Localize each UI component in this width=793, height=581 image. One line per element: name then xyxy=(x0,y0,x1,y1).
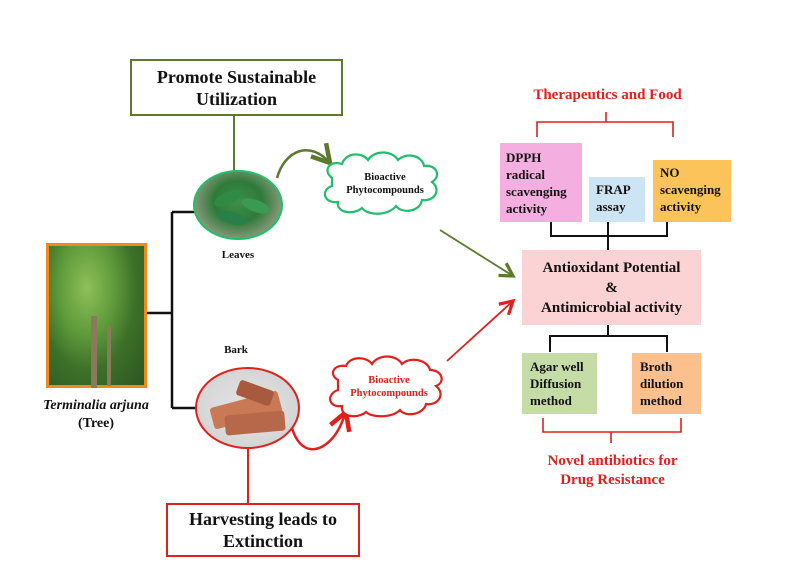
cloud-leaves-line-2: Phytocompounds xyxy=(346,185,424,196)
dpph-assay-box: DPPH radical scavenging activity xyxy=(500,143,582,222)
bioactive-cloud-red-shape xyxy=(329,355,443,418)
therapeutics-bracket xyxy=(536,112,674,137)
broth-dilution-method-box: Broth dilution method xyxy=(632,353,701,414)
promote-sustainable-box: Promote Sustainable Utilization xyxy=(130,59,343,116)
frap-line-2: assay xyxy=(596,199,626,214)
dpph-line-3: scavenging xyxy=(506,184,567,199)
promote-line-2: Utilization xyxy=(196,88,277,109)
tree-sub-label: (Tree) xyxy=(77,416,114,431)
no-line-2: scavenging xyxy=(660,182,721,197)
broth-line-2: dilution xyxy=(640,376,684,391)
novel-antibiotics-heading: Novel antibiotics for Drug Resistance xyxy=(520,452,705,490)
tree-branch-connector xyxy=(147,210,196,410)
antioxidant-antimicrobial-box: Antioxidant Potential & Antimicrobial ac… xyxy=(522,250,701,325)
cloud-leaves-line-1: Bioactive xyxy=(364,172,406,183)
center-line-2: & xyxy=(605,279,618,296)
cloud-bark-line-2: Phytocompounds xyxy=(350,388,428,399)
frap-assay-box: FRAP assay xyxy=(589,177,645,222)
harvesting-line-1: Harvesting leads to xyxy=(189,509,337,529)
agar-well-method-box: Agar well Diffusion method xyxy=(522,353,597,414)
no-line-3: activity xyxy=(660,199,702,214)
leaves-label: Leaves xyxy=(221,249,255,261)
harvesting-extinction-box: Harvesting leads to Extinction xyxy=(166,503,360,557)
agar-line-1: Agar well xyxy=(530,359,584,374)
frap-line-1: FRAP xyxy=(596,182,631,197)
leaves-to-cloud-arrow xyxy=(275,142,333,179)
cloud-bark-text: Bioactive Phytocompounds xyxy=(334,374,444,400)
green-cloud-to-center-arrow xyxy=(439,229,516,278)
red-cloud-to-center-arrow xyxy=(446,298,516,362)
tree-name-label: Terminalia arjuna xyxy=(43,398,149,413)
no-scavenging-box: NO scavenging activity xyxy=(653,160,731,222)
novel-line-1: Novel antibiotics for xyxy=(547,453,678,469)
dpph-line-1: DPPH xyxy=(506,150,542,165)
cloud-leaves-text: Bioactive Phytocompounds xyxy=(330,171,440,197)
agar-line-3: method xyxy=(530,393,572,408)
assays-bracket xyxy=(550,222,668,250)
cloud-bark-line-1: Bioactive xyxy=(368,375,410,386)
center-line-3: Antimicrobial activity xyxy=(541,299,682,316)
promote-line-1: Promote Sustainable xyxy=(156,66,317,87)
dpph-line-2: radical xyxy=(506,167,545,182)
agar-line-2: Diffusion xyxy=(530,376,582,391)
therapeutics-heading: Therapeutics and Food xyxy=(533,87,682,103)
dpph-line-4: activity xyxy=(506,201,548,216)
leaves-photo-icon xyxy=(193,170,283,240)
novel-line-2: Drug Resistance xyxy=(560,472,665,488)
broth-line-1: Broth xyxy=(640,359,673,374)
bioactive-cloud-green-shape xyxy=(323,151,439,215)
center-line-1: Antioxidant Potential xyxy=(542,259,681,276)
broth-line-3: method xyxy=(640,393,682,408)
bark-to-cloud-arrow xyxy=(290,407,352,451)
methods-bracket xyxy=(549,325,668,352)
novel-bracket xyxy=(542,418,682,443)
no-line-1: NO xyxy=(660,165,680,180)
bark-photo-icon xyxy=(195,367,300,449)
harvesting-line-2: Extinction xyxy=(222,531,303,551)
bark-label: Bark xyxy=(224,344,248,356)
tree-photo-icon xyxy=(46,243,147,388)
